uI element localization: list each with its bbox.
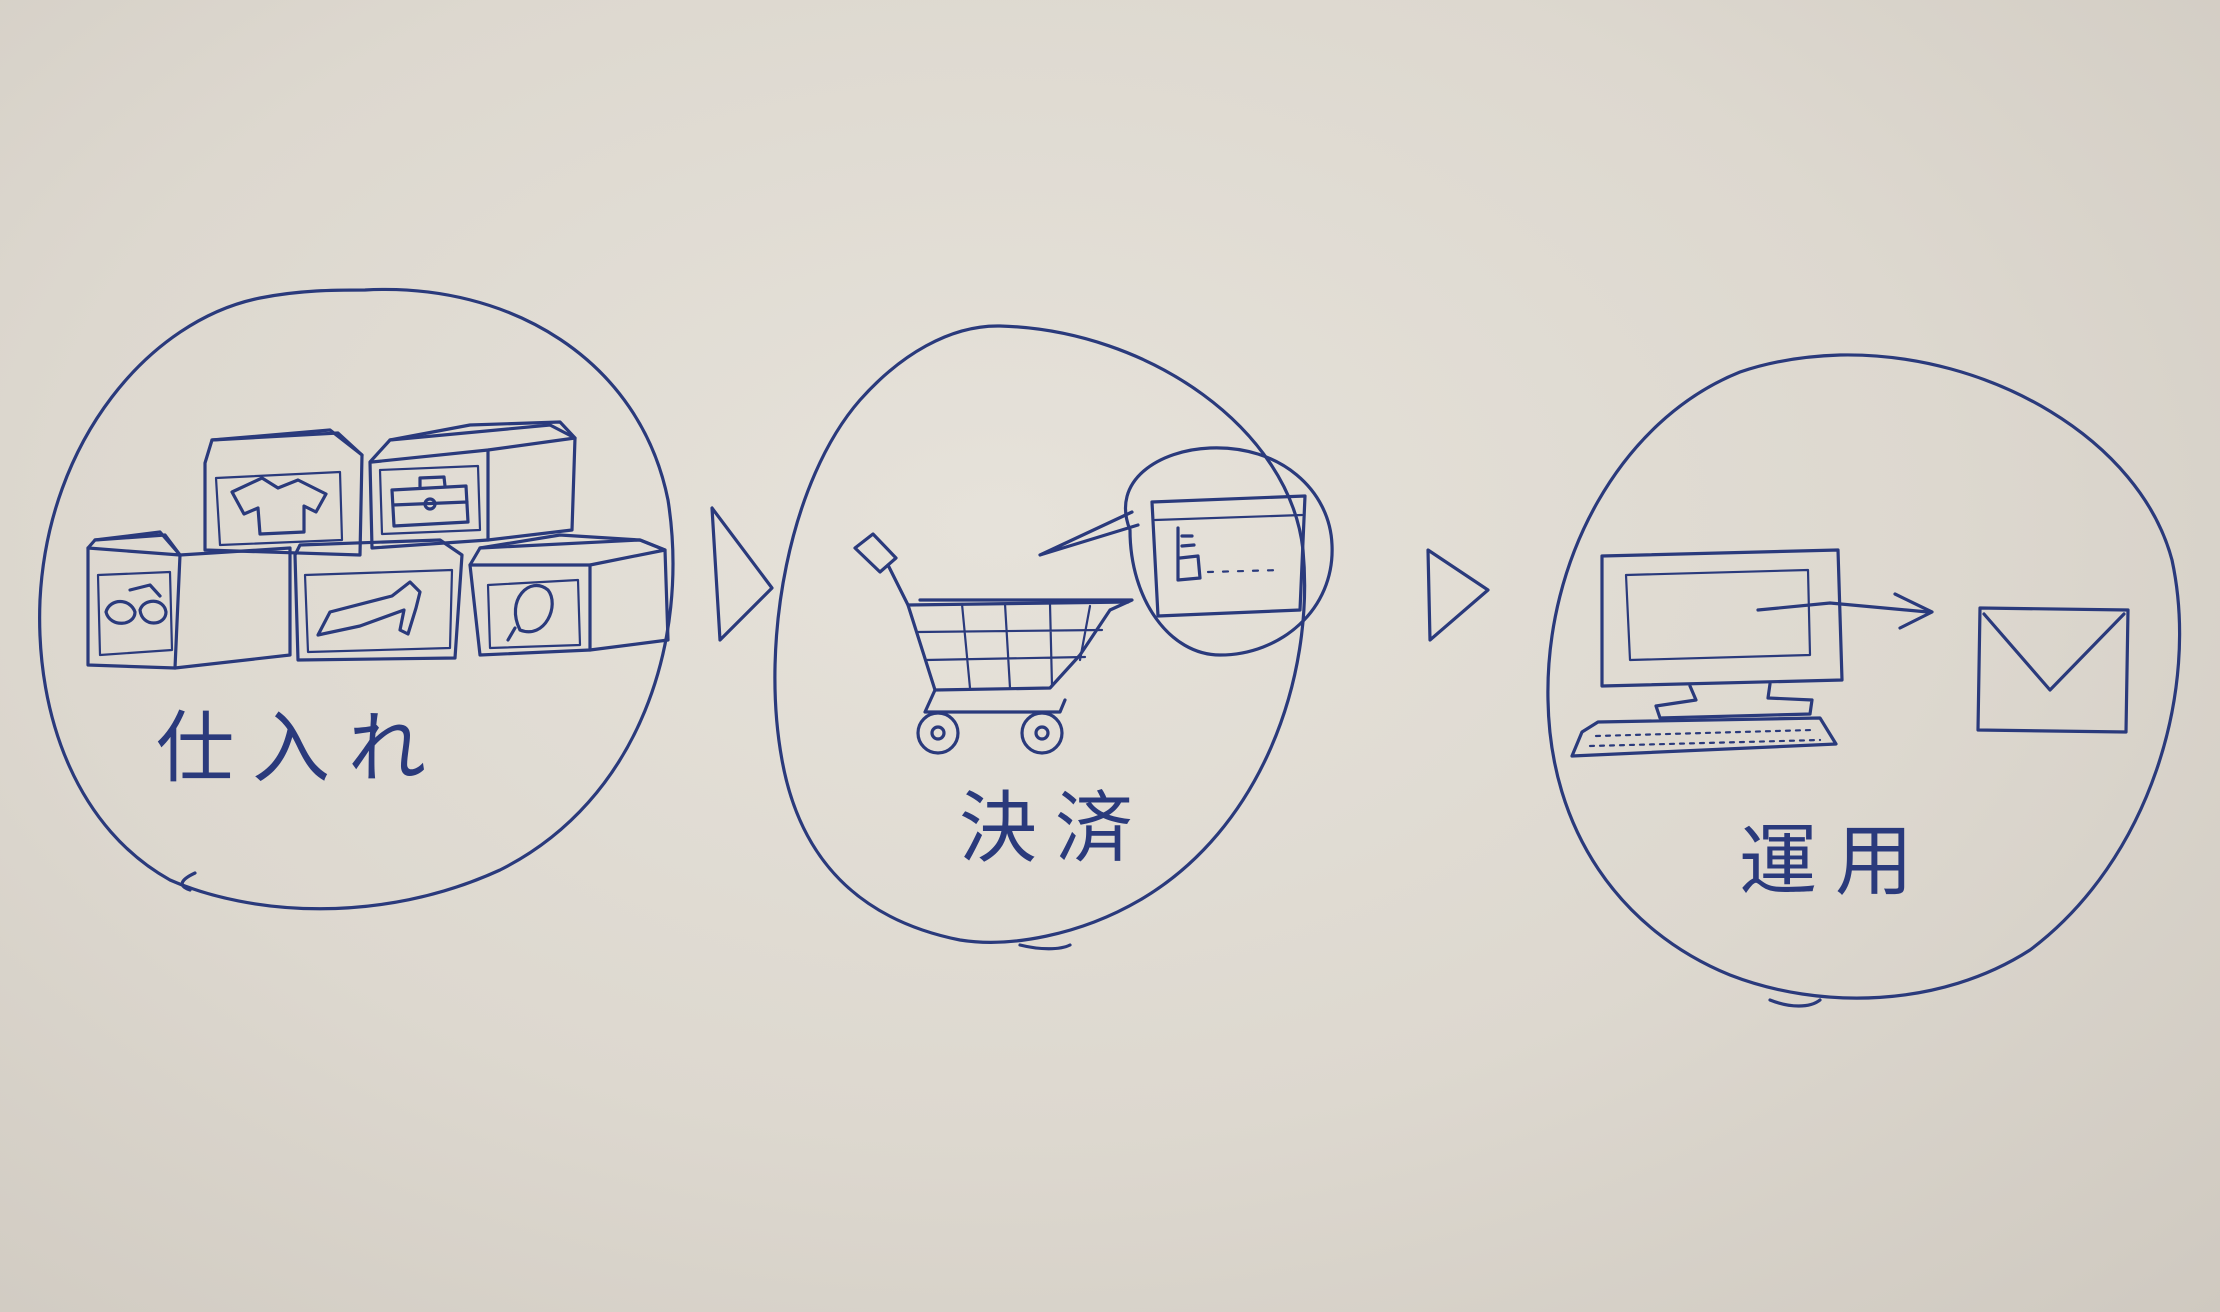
computer-email-icon <box>1570 548 2130 758</box>
ring-icon <box>513 583 554 634</box>
triangle-arrow-icon <box>710 506 774 642</box>
clothes-icon <box>230 476 328 536</box>
step-payment: 決済 <box>773 324 1334 951</box>
briefcase-icon <box>390 475 470 528</box>
step-purchasing: 仕入れ <box>38 287 675 911</box>
glasses-icon <box>104 583 168 625</box>
shopping-cart-icon <box>853 532 1134 755</box>
triangle-arrow-icon <box>1426 548 1490 642</box>
step-operation: 運用 <box>1546 353 2182 1008</box>
step-label-operation: 運用 <box>1739 817 1931 907</box>
step-label-purchasing: 仕入れ <box>156 704 444 794</box>
step-circle <box>1546 353 2182 1000</box>
payment-screen-icon <box>1038 446 1334 657</box>
product-boxes-icon <box>86 420 670 670</box>
step-circle <box>38 287 675 911</box>
step-circle <box>773 324 1307 944</box>
envelope-icon <box>1976 606 2130 734</box>
step-label-payment: 決済 <box>959 784 1151 874</box>
computer-icon <box>1600 548 1844 688</box>
keyboard-icon <box>1570 716 1838 758</box>
high-heel-icon <box>316 580 422 637</box>
